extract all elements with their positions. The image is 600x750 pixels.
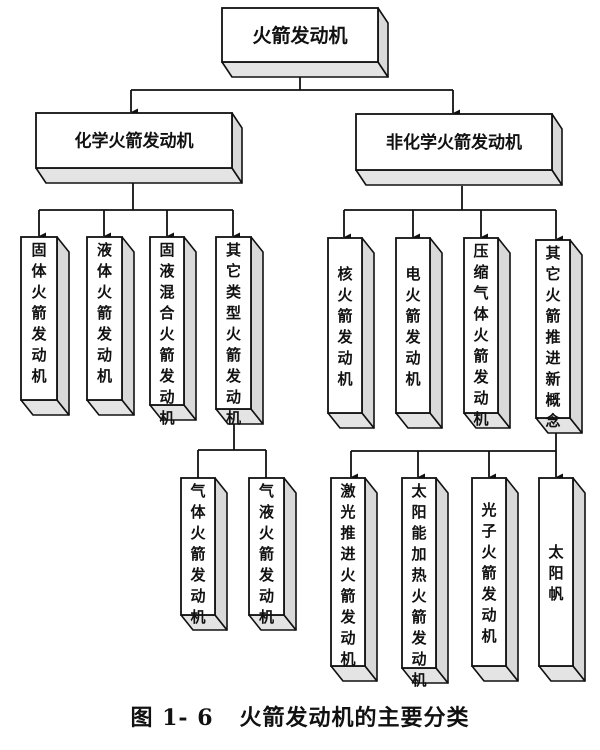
box-side-face — [505, 477, 519, 682]
box-front-face — [535, 239, 571, 419]
node-hybrid: 固液混合火箭发动机 — [149, 236, 197, 427]
box-bottom-face — [355, 169, 563, 186]
node-label: 太阳帆 — [548, 543, 564, 603]
node-label: 气体火箭发动机 — [189, 482, 206, 626]
box-front-face — [86, 236, 123, 401]
node-solar-thermal: 太阳能加热火箭发动机 — [401, 477, 449, 689]
box-side-face — [435, 477, 449, 684]
node-label: 其它类型火箭发动机 — [225, 241, 242, 427]
box-front-face — [355, 113, 553, 171]
box-front-face — [149, 236, 185, 406]
node-laser: 激光推进火箭发动机 — [330, 477, 378, 682]
box-side-face — [183, 236, 197, 421]
box-bottom-face — [221, 61, 389, 78]
box-side-face — [250, 236, 264, 425]
node-nonchem: 非化学火箭发动机 — [355, 113, 563, 186]
node-other-chem: 其它类型火箭发动机 — [215, 236, 264, 427]
box-side-face — [361, 237, 375, 429]
box-front-face — [248, 477, 285, 616]
box-side-face — [569, 239, 583, 434]
node-label: 固体火箭发动机 — [30, 241, 47, 385]
node-label: 化学火箭发动机 — [75, 131, 194, 152]
node-root: 火箭发动机 — [221, 7, 389, 78]
node-label: 非化学火箭发动机 — [386, 132, 522, 153]
node-solid: 固体火箭发动机 — [20, 236, 70, 416]
node-label: 光子火箭发动机 — [480, 501, 497, 645]
box-front-face — [395, 237, 431, 414]
box-front-face — [221, 7, 379, 63]
node-label: 核火箭发动机 — [336, 265, 353, 388]
node-gas-liquid: 气液火箭发动机 — [248, 477, 297, 631]
node-label: 其它火箭推进新概念 — [544, 244, 561, 430]
node-label: 固液混合火箭发动机 — [158, 241, 175, 427]
box-front-face — [471, 477, 507, 667]
box-front-face — [463, 237, 499, 414]
figure-number: 图 1- 6 — [130, 705, 214, 731]
box-side-face — [497, 237, 511, 429]
box-side-face — [429, 237, 443, 429]
figure-title: 火箭发动机的主要分类 — [239, 705, 470, 731]
node-label: 压缩气体火箭发动机 — [472, 242, 489, 428]
box-front-face — [35, 112, 233, 169]
box-side-face — [283, 477, 297, 631]
node-label: 激光推进火箭发动机 — [339, 482, 356, 668]
node-liquid: 液体火箭发动机 — [86, 236, 135, 416]
figure-caption: 图 1- 6 火箭发动机的主要分类 — [0, 700, 600, 732]
box-side-face — [572, 477, 586, 682]
node-nuclear: 核火箭发动机 — [327, 237, 375, 429]
box-front-face — [401, 477, 437, 669]
node-label: 液体火箭发动机 — [96, 241, 113, 385]
node-gas: 气体火箭发动机 — [180, 477, 228, 631]
node-photon: 光子火箭发动机 — [471, 477, 519, 682]
node-label: 气液火箭发动机 — [258, 482, 275, 626]
node-solar-sail: 太阳帆 — [538, 477, 586, 682]
box-front-face — [538, 477, 574, 667]
box-front-face — [215, 236, 252, 410]
box-front-face — [180, 477, 216, 616]
node-label: 电火箭发动机 — [404, 265, 421, 388]
box-side-face — [364, 477, 378, 682]
node-new-concepts: 其它火箭推进新概念 — [535, 239, 583, 434]
node-compressed-gas: 压缩气体火箭发动机 — [463, 237, 511, 429]
node-electric: 电火箭发动机 — [395, 237, 443, 429]
box-bottom-face — [35, 167, 243, 184]
box-front-face — [327, 237, 363, 414]
connectors — [38, 77, 563, 481]
node-label: 火箭发动机 — [252, 24, 347, 47]
node-chem: 化学火箭发动机 — [35, 112, 243, 184]
node-label: 太阳能加热火箭发动机 — [410, 482, 427, 689]
box-front-face — [20, 236, 58, 401]
box-side-face — [56, 236, 70, 416]
box-side-face — [121, 236, 135, 416]
box-side-face — [214, 477, 228, 631]
box-front-face — [330, 477, 366, 667]
